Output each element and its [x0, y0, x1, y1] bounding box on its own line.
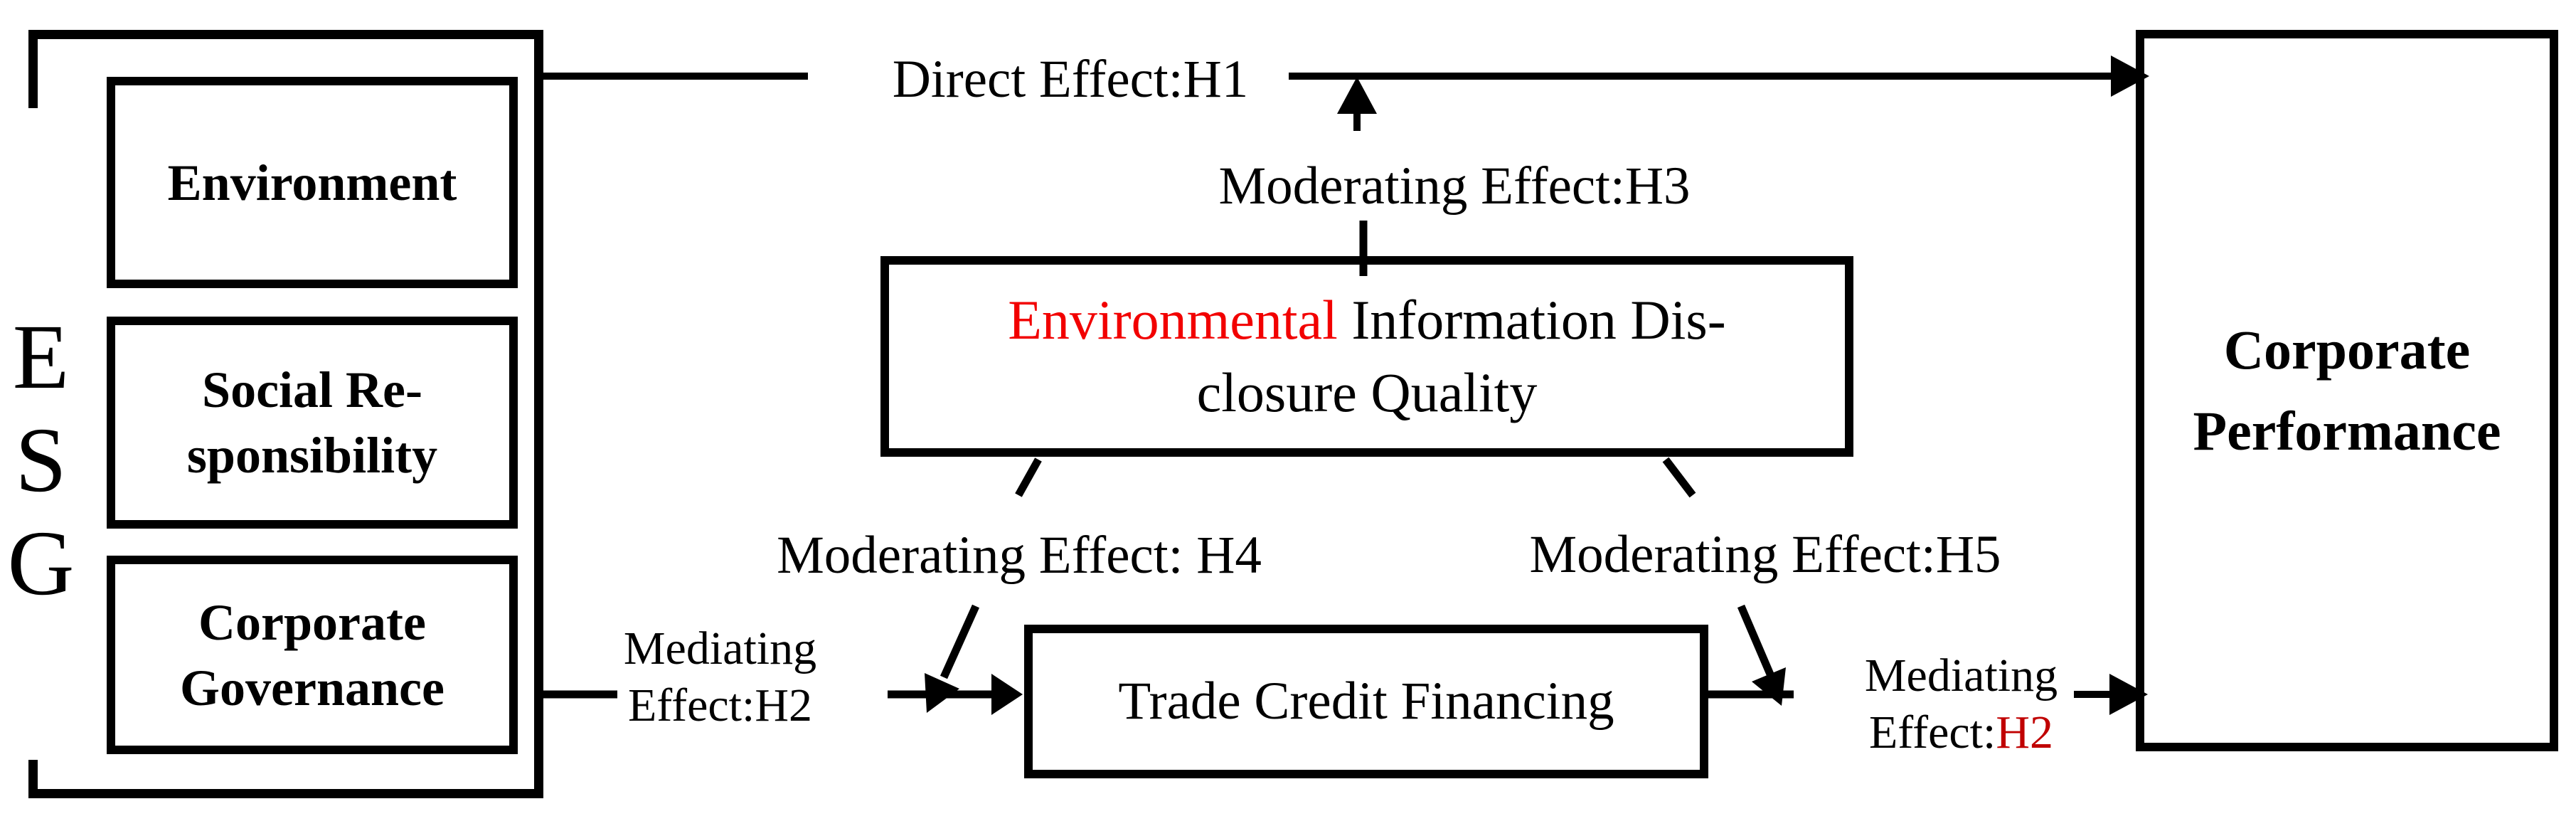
mediating-right-line2-red: H2 [1996, 706, 2053, 758]
corporate-performance-box: Corporate Performance [2136, 30, 2558, 751]
direct-effect-h1-label: Direct Effect:H1 [892, 50, 1249, 109]
moderator-leg-right [1662, 457, 1696, 498]
disclosure-quality-red-word: Environmental [1008, 289, 1338, 351]
h5-arrow-shaft [1737, 604, 1775, 678]
social-responsibility-label-line1: Social Re- [202, 361, 422, 418]
trade-credit-box: Trade Credit Financing [1024, 625, 1708, 778]
esg-letter-e: E [12, 306, 70, 408]
disclosure-quality-box: Environmental Information Dis- closure Q… [880, 256, 1853, 457]
corporate-governance-box: Corporate Governance [107, 556, 518, 754]
social-responsibility-label-line2: sponsibility [186, 427, 438, 484]
mediating-effect-h2-left-label: Mediating Effect:H2 [601, 620, 839, 734]
environment-box: Environment [107, 77, 518, 288]
esg-bracket-right [534, 30, 543, 798]
mediating-left-line2: Effect:H2 [627, 679, 812, 731]
h4-arrow-shaft [940, 604, 980, 679]
esg-bracket-bottom [28, 789, 543, 798]
esg-bracket-top [28, 30, 543, 39]
corporate-governance-label-line1: Corporate [198, 593, 426, 651]
corporate-performance-label-line2: Performance [2193, 400, 2501, 462]
h3-up-arrowhead-icon [1337, 77, 1377, 114]
trade-credit-label: Trade Credit Financing [1118, 672, 1614, 731]
moderating-effect-h5-label: Moderating Effect:H5 [1529, 525, 2001, 584]
h4-arrowhead-icon [925, 673, 959, 713]
moderator-leg-left [1015, 457, 1042, 497]
disclosure-quality-label-line2: closure Quality [1196, 361, 1538, 423]
mediating-effect-h2-right-label: Mediating Effect:H2 [1842, 647, 2080, 761]
mediating-right-line1: Mediating [1864, 650, 2058, 701]
esg-bracket-left-bottom-stub [28, 760, 38, 798]
social-responsibility-box: Social Re- sponsibility [107, 317, 518, 529]
esg-letter-s: S [15, 409, 67, 512]
mediating-right-line2-black: Effect: [1868, 706, 1996, 758]
moderating-effect-h3-label: Moderating Effect:H3 [1218, 157, 1691, 216]
esg-letter-g: G [7, 512, 75, 615]
disclosure-quality-black-text: Information Dis- [1337, 289, 1726, 351]
mediating-right-line2: Effect:H2 [1842, 704, 2080, 761]
corporate-governance-label-line2: Governance [180, 659, 445, 716]
moderating-effect-h4-label: Moderating Effect: H4 [777, 526, 1262, 585]
disclosure-quality-label-line1: Environmental Information Dis- [1008, 284, 1725, 356]
mediating-left-line1: Mediating [623, 623, 817, 674]
environment-label: Environment [167, 154, 457, 211]
esg-bracket-left-top-stub [28, 30, 38, 108]
h5-arrowhead-icon [1752, 667, 1786, 706]
corporate-performance-label-line1: Corporate [2223, 319, 2471, 381]
mediating-left-arrowhead-icon [991, 674, 1023, 715]
